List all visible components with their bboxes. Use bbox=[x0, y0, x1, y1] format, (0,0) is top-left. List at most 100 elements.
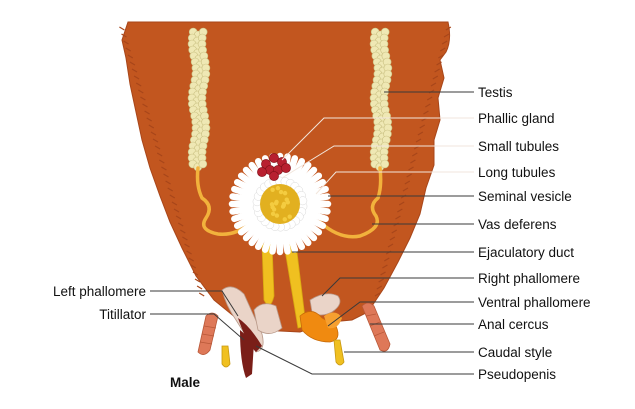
long-tubule bbox=[292, 161, 312, 187]
label-seminal-vesicle: Seminal vesicle bbox=[478, 189, 572, 204]
bristle bbox=[374, 292, 381, 297]
long-tubule bbox=[280, 226, 291, 255]
bristle bbox=[419, 124, 426, 129]
bristle bbox=[410, 159, 416, 164]
bristle bbox=[148, 124, 155, 129]
phallic-gland-lobe bbox=[281, 163, 291, 173]
leader-phallic-gland bbox=[281, 117, 474, 161]
vas-deferens-right bbox=[318, 166, 383, 239]
bristle bbox=[173, 208, 180, 213]
phallic-gland-lobe bbox=[257, 167, 267, 177]
bristle bbox=[135, 82, 142, 87]
bristle bbox=[406, 173, 412, 178]
bristle bbox=[395, 215, 401, 220]
right-phallomere-fold bbox=[324, 312, 342, 329]
bristle bbox=[190, 264, 197, 269]
bristle bbox=[404, 180, 411, 185]
bristle bbox=[163, 173, 169, 178]
long-tubule bbox=[295, 166, 318, 189]
label-phallic-gland: Phallic gland bbox=[478, 111, 555, 126]
bristle bbox=[198, 292, 205, 297]
bristle bbox=[382, 264, 388, 269]
bristle bbox=[188, 257, 195, 262]
bristle bbox=[129, 61, 136, 66]
vesicle-granule bbox=[275, 185, 281, 191]
anal-cercus-right bbox=[361, 302, 391, 352]
bristle bbox=[186, 250, 192, 255]
long-tubule bbox=[229, 193, 258, 204]
bristle bbox=[192, 271, 199, 276]
long-tubule bbox=[302, 204, 331, 215]
label-small-tubules: Small tubules bbox=[478, 139, 559, 154]
bristle bbox=[441, 40, 448, 45]
bristle bbox=[194, 278, 201, 283]
ventral-phallomere bbox=[299, 311, 339, 343]
long-tubule bbox=[301, 185, 329, 200]
long-tubule bbox=[237, 172, 263, 192]
bristle bbox=[415, 138, 422, 143]
vesicle-granule bbox=[270, 187, 275, 192]
titillator-pseudopenis bbox=[240, 330, 254, 378]
vas-deferens-left bbox=[195, 166, 254, 236]
bristle bbox=[439, 47, 446, 52]
testis-left bbox=[187, 27, 211, 172]
label-anal-cercus: Anal cercus bbox=[478, 317, 549, 332]
bristle bbox=[175, 215, 182, 220]
long-tubule bbox=[233, 212, 261, 230]
label-titillator: Titillator bbox=[99, 307, 146, 322]
bristle bbox=[402, 187, 409, 192]
long-tubule bbox=[301, 208, 329, 223]
bristle bbox=[146, 117, 153, 122]
caption-male: Male bbox=[170, 375, 201, 390]
long-tubule bbox=[269, 226, 280, 255]
caudal-style-left bbox=[221, 345, 231, 368]
bristle bbox=[150, 131, 157, 136]
bristle bbox=[133, 75, 140, 80]
bristle bbox=[438, 54, 444, 59]
labels-right: Testis Phallic gland Small tubules Long … bbox=[478, 85, 591, 382]
label-caudal-style: Caudal style bbox=[478, 345, 552, 360]
bristle bbox=[434, 68, 440, 73]
bristle bbox=[131, 68, 138, 73]
bristle bbox=[165, 180, 171, 185]
long-tubule bbox=[261, 225, 276, 253]
bristle bbox=[389, 236, 396, 241]
long-tubule bbox=[242, 166, 265, 189]
bristle bbox=[144, 110, 150, 115]
vesicle-granule bbox=[282, 190, 288, 196]
label-left-phallomere: Left phallomere bbox=[53, 284, 146, 299]
bristle bbox=[182, 236, 188, 241]
anal-cercus-left bbox=[197, 312, 219, 355]
long-tubule bbox=[231, 208, 259, 223]
bristle bbox=[127, 54, 134, 59]
bristle bbox=[426, 96, 433, 101]
long-tubule bbox=[292, 221, 312, 247]
long-tubule bbox=[231, 185, 259, 200]
bristle bbox=[378, 278, 384, 283]
leader-lines bbox=[150, 91, 474, 375]
bristle bbox=[123, 40, 129, 45]
label-vas-deferens: Vas deferens bbox=[478, 217, 557, 232]
long-tubule bbox=[284, 155, 299, 183]
phallic-gland-lobe bbox=[269, 171, 279, 181]
long-tubule bbox=[242, 219, 265, 242]
bristle bbox=[152, 138, 159, 143]
leader-pseudopenis bbox=[255, 345, 474, 375]
long-tubule bbox=[254, 223, 272, 251]
bristle bbox=[154, 145, 161, 150]
long-tubule bbox=[233, 178, 261, 196]
bristle bbox=[161, 166, 167, 171]
bristle bbox=[380, 271, 386, 276]
bristle bbox=[119, 26, 125, 31]
bristle bbox=[391, 229, 398, 234]
central-phallomere bbox=[253, 303, 283, 334]
vesicle-granule bbox=[270, 211, 276, 217]
long-tubule bbox=[297, 172, 323, 192]
long-tubule bbox=[299, 212, 327, 230]
vesicle-granule bbox=[282, 217, 287, 222]
bristle bbox=[125, 47, 132, 52]
bristle bbox=[430, 82, 437, 87]
leader-titillator bbox=[150, 313, 245, 341]
bristle bbox=[408, 166, 414, 171]
